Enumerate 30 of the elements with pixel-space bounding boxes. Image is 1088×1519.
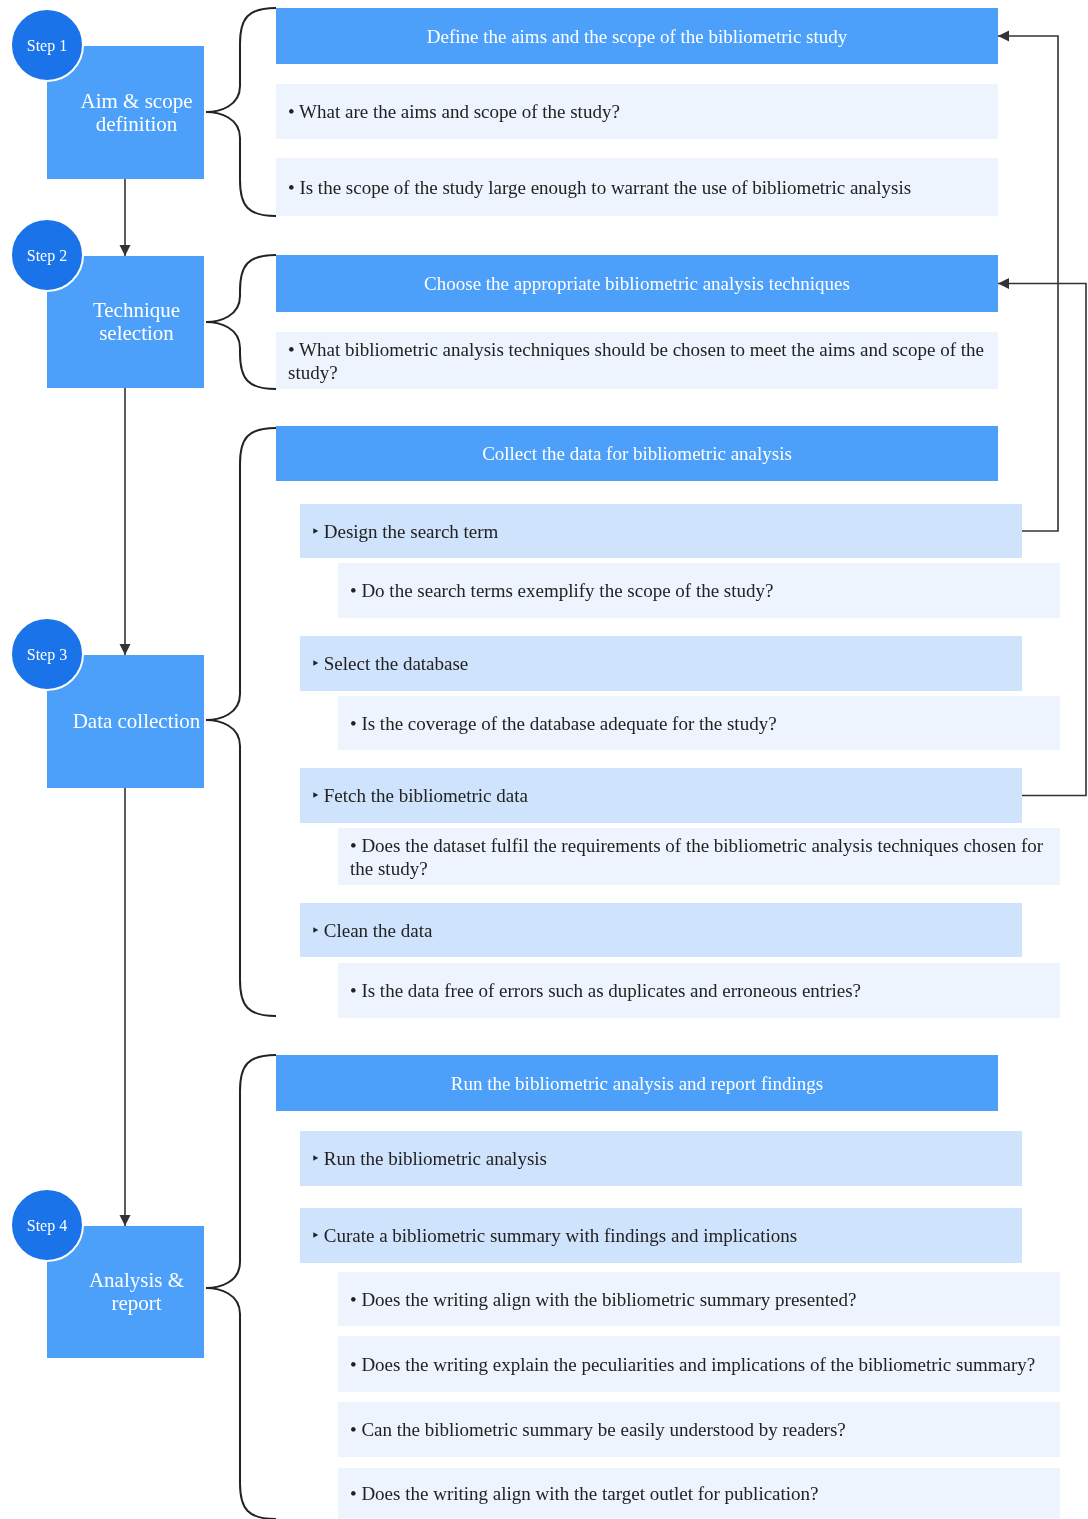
header-bar: Choose the appropriate bibliometric analysis techniques [276, 255, 998, 312]
question-box: • Does the dataset fulfil the requirements of the bibliometric analysis techniques chosen for the study? [338, 828, 1060, 885]
header-bar: Collect the data for bibliometric analysis [276, 426, 998, 481]
question-box: • Is the data free of errors such as duplicates and erroneous entries? [338, 963, 1060, 1018]
question-box: • Does the writing explain the peculiarities and implications of the bibliometric summary? [338, 1336, 1060, 1392]
question-box: • What bibliometric analysis techniques should be chosen to meet the aims and scope of the study? [276, 332, 998, 389]
question-box: • Does the writing align with the target outlet for publication? [338, 1468, 1060, 1519]
task-bar: ‣ Fetch the bibliometric data [300, 768, 1022, 823]
arrow [997, 277, 1087, 797]
arrow [119, 787, 131, 1227]
header-bar: Run the bibliometric analysis and report findings [276, 1055, 998, 1111]
task-bar: ‣ Clean the data [300, 903, 1022, 957]
question-box: • Does the writing align with the bibliometric summary presented? [338, 1272, 1060, 1326]
step-badge: Step 3 [10, 617, 84, 691]
question-box: • Is the coverage of the database adequate for the study? [338, 696, 1060, 750]
task-bar: ‣ Curate a bibliometric summary with findings and implications [300, 1208, 1022, 1263]
arrow [997, 30, 1059, 532]
task-bar: ‣ Design the search term [300, 504, 1022, 558]
question-box: • Can the bibliometric summary be easily understood by readers? [338, 1402, 1060, 1457]
header-bar: Define the aims and the scope of the bibliometric study [276, 8, 998, 64]
task-bar: ‣ Run the bibliometric analysis [300, 1131, 1022, 1186]
step-badge: Step 2 [10, 218, 84, 292]
question-box: • Is the scope of the study large enough to warrant the use of bibliometric analysis [276, 158, 998, 216]
question-box: • Do the search terms exemplify the scope of the study? [338, 563, 1060, 618]
arrow [119, 387, 131, 656]
task-bar: ‣ Select the database [300, 636, 1022, 691]
step-badge: Step 4 [10, 1188, 84, 1262]
question-box: • What are the aims and scope of the study? [276, 84, 998, 139]
arrow [119, 178, 131, 257]
step-badge: Step 1 [10, 8, 84, 82]
